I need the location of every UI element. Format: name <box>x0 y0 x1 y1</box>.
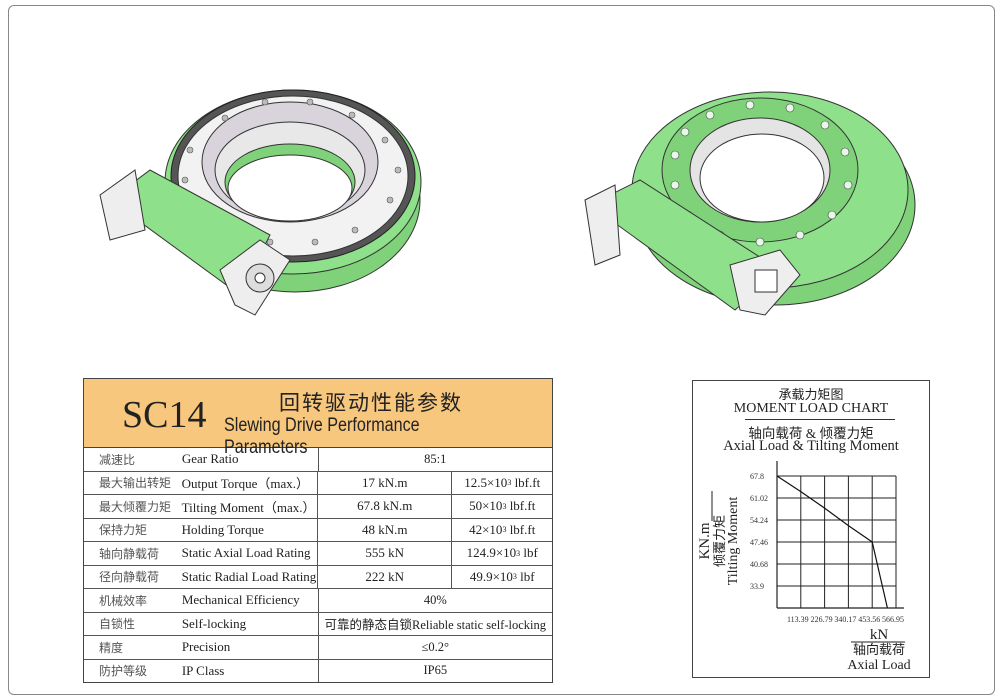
imperial-exponent: 3 <box>512 572 517 582</box>
imperial-number: 50×10 <box>469 498 503 514</box>
x-axis-label-xlabel: Axial Load <box>847 658 910 673</box>
param-name-en: Gear Ratio <box>181 451 239 467</box>
param-name-cn: 自锁性 <box>99 617 136 632</box>
param-name-cn: 精度 <box>99 640 124 655</box>
param-name-en: Precision <box>181 639 231 655</box>
imperial-number: 124.9×10 <box>466 545 517 561</box>
slewing-drive-illustration-top <box>99 89 422 316</box>
param-value-metric: 48 kN.m <box>317 518 451 541</box>
table-row: 自锁性 Self-locking 可靠的静态自锁Reliable static s… <box>84 611 552 635</box>
imperial-unit: lbf <box>516 568 535 584</box>
imperial-exponent: 3 <box>502 525 507 535</box>
param-value: 40% <box>317 589 552 612</box>
param-name-en: Self-locking <box>181 615 247 631</box>
y-tick-label: 40.68 <box>750 560 768 569</box>
imperial-exponent: 3 <box>502 501 507 511</box>
title-en: Slewing Drive Performance Parameters <box>224 415 420 458</box>
moment-load-chart: 承载力矩图 MOMENT LOAD CHART 轴向载荷 & 倾覆力矩 Axia… <box>692 380 930 678</box>
chart-subtitle: Axial Load & Tilting Moment <box>723 438 899 454</box>
param-name-en: IP Class <box>181 662 225 678</box>
y-axis-label-ylabel: Tilting Moment <box>726 497 741 586</box>
imperial-number: 49.9×10 <box>469 568 513 584</box>
table-row: 最大倾覆力矩 Tilting Moment（max.）67.8 kN.m 50×… <box>84 494 552 518</box>
title-cn: 回转驱动性能参数 <box>279 391 463 415</box>
param-value-metric: 555 kN <box>317 542 451 565</box>
slewing-drive-illustration-bottom <box>584 91 916 316</box>
param-value-metric: 67.8 kN.m <box>317 495 451 518</box>
param-value: 85:1 <box>317 448 552 471</box>
table-row: 最大输出转矩 Output Torque（max.） 17 kN.m 12.5×1… <box>84 470 552 494</box>
title-rule <box>745 419 895 420</box>
param-name-cn: 径向静载荷 <box>99 570 160 585</box>
imperial-exponent: 3 <box>516 548 521 558</box>
param-name-cn: 保持力矩 <box>99 523 148 538</box>
param-name-cn: 最大倾覆力矩 <box>99 499 172 514</box>
x-tick-label: 340.17 <box>834 615 856 624</box>
param-name-en: Static Radial Load Rating <box>181 568 317 584</box>
table-header: SC14 回转驱动性能参数 Slewing Drive Performance … <box>84 379 552 458</box>
param-name-cn: 机械效率 <box>99 593 148 608</box>
parameter-table: SC14 回转驱动性能参数 Slewing Drive Performance … <box>83 378 553 683</box>
table-row: 轴向静载荷 Static Axial Load Rating 555 kN 124… <box>84 541 552 565</box>
moment-load-line <box>776 475 888 609</box>
chart-title: MOMENT LOAD CHART <box>733 401 889 416</box>
page-border <box>8 5 995 695</box>
imperial-unit: lbf.ft <box>511 474 541 490</box>
param-value-metric: 222 kN <box>317 565 451 588</box>
x-tick-label: 226.79 <box>811 615 833 624</box>
param-name-cn: 减速比 <box>99 452 136 467</box>
y-axis-label-ylabel-unit: KN.m <box>697 522 713 559</box>
param-name-en: Static Axial Load Rating <box>181 545 311 561</box>
imperial-number: 12.5×10 <box>464 474 508 490</box>
table-row: 减速比 Gear Ratio 85:1 <box>84 448 552 471</box>
x-tick-label: 113.39 <box>787 615 809 624</box>
param-name-en: Tilting Moment（max.） <box>181 499 316 515</box>
y-tick-label: 47.46 <box>750 538 768 547</box>
imperial-unit: lbf <box>520 545 538 561</box>
y-tick-label: 67.8 <box>750 472 764 481</box>
param-value: IP65 <box>317 659 552 682</box>
x-tick-label: 453.56 <box>858 615 880 624</box>
x-axis-label-xlabel-cn: 轴向载荷 <box>853 642 905 657</box>
x-axis-label-xlabel-unit: kN <box>870 627 889 643</box>
param-name-en: Mechanical Efficiency <box>181 592 300 608</box>
param-name-cn: 防护等级 <box>99 664 148 679</box>
model-name: SC14 <box>122 394 207 436</box>
y-tick-label: 54.24 <box>750 516 768 525</box>
table-row: 机械效率 Mechanical Efficiency 40% <box>84 588 552 612</box>
chart-subtitle-cn: 轴向载荷 & 倾覆力矩 <box>748 426 874 441</box>
chart-title-cn: 承载力矩图 <box>778 387 844 402</box>
table-row: 精度 Precision ≤0.2° <box>84 635 552 659</box>
imperial-unit: lbf.ft <box>506 498 536 514</box>
y-tick-label: 33.9 <box>750 582 764 591</box>
imperial-unit: lbf.ft <box>506 521 536 537</box>
x-tick-label: 566.95 <box>882 615 904 624</box>
imperial-exponent: 3 <box>507 478 512 488</box>
y-tick-label: 61.02 <box>750 494 768 503</box>
param-name-cn: 轴向静载荷 <box>99 546 160 561</box>
param-name-en: Holding Torque <box>181 521 264 537</box>
param-name-cn: 最大输出转矩 <box>99 476 172 491</box>
param-name-en: Output Torque（max.） <box>181 476 310 492</box>
param-value-metric: 17 kN.m <box>317 471 451 494</box>
imperial-number: 42×10 <box>469 521 503 537</box>
table-row: 防护等级 IP Class IP65 <box>84 658 552 682</box>
y-axis-label-ylabel-cn: 倾覆力矩 <box>712 515 727 567</box>
param-value: 可靠的静态自锁Reliable static self-locking <box>317 612 552 635</box>
param-value: ≤0.2° <box>317 636 552 659</box>
